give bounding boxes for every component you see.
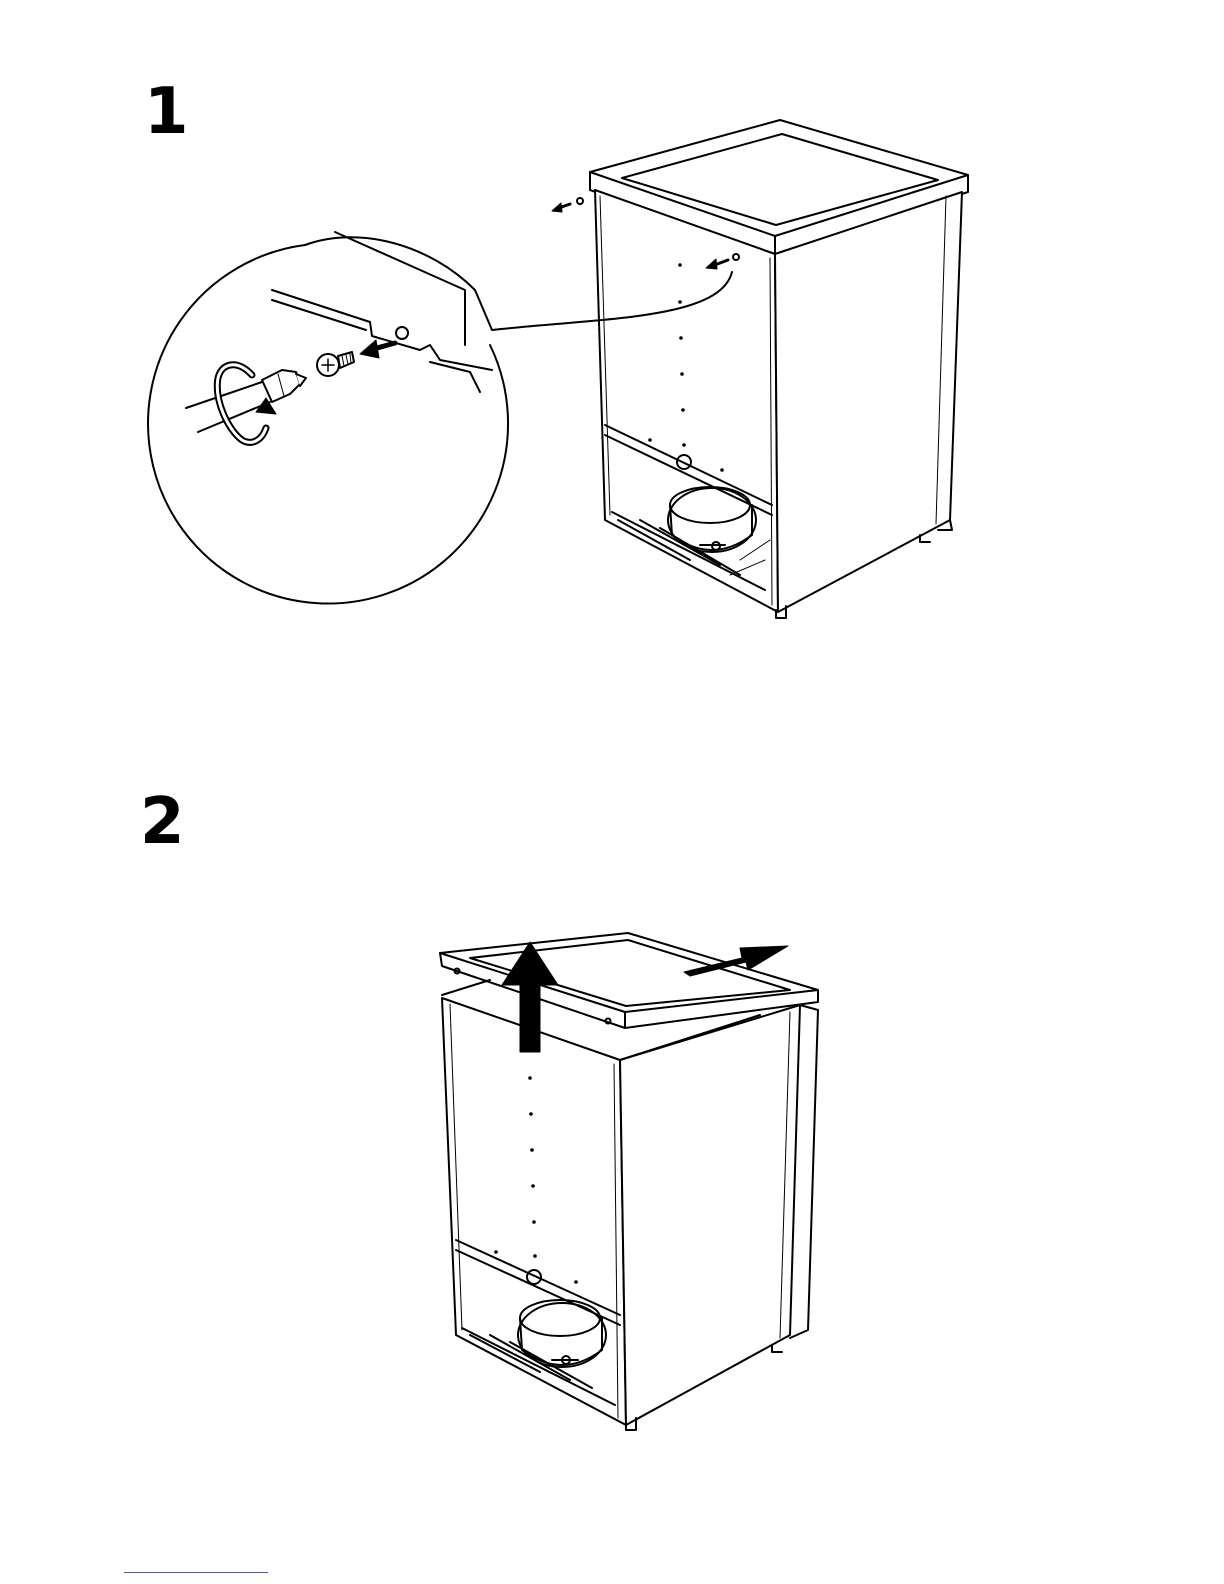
footer-rule <box>124 1572 268 1573</box>
refrigerator-back-illustration <box>442 980 818 1430</box>
